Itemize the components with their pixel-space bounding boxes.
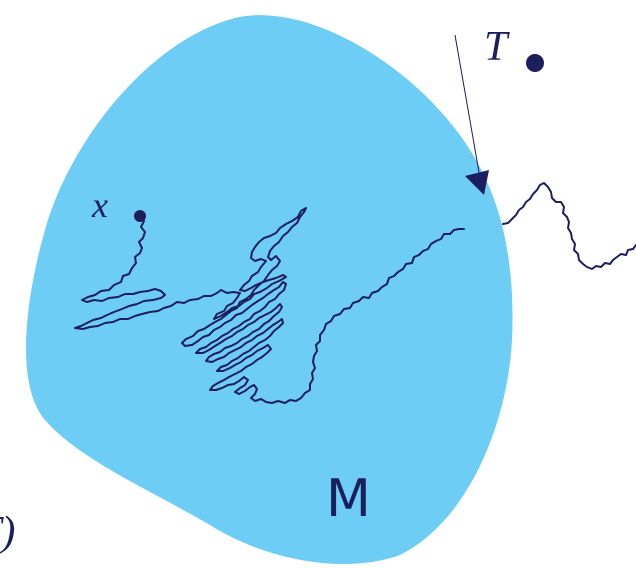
target-point-dot (526, 54, 544, 72)
start-point-label: x (91, 185, 108, 225)
pointer-arrowhead (465, 170, 489, 195)
brownian-path-exterior (502, 182, 636, 270)
pointer-line (454, 34, 481, 179)
target-point-label: T (484, 24, 510, 70)
start-point-dot (134, 210, 146, 222)
partial-expression-label: T) (0, 509, 15, 555)
region-label: M (326, 469, 371, 529)
brownian-path-interior (74, 207, 465, 404)
region-m-blob (26, 15, 513, 564)
